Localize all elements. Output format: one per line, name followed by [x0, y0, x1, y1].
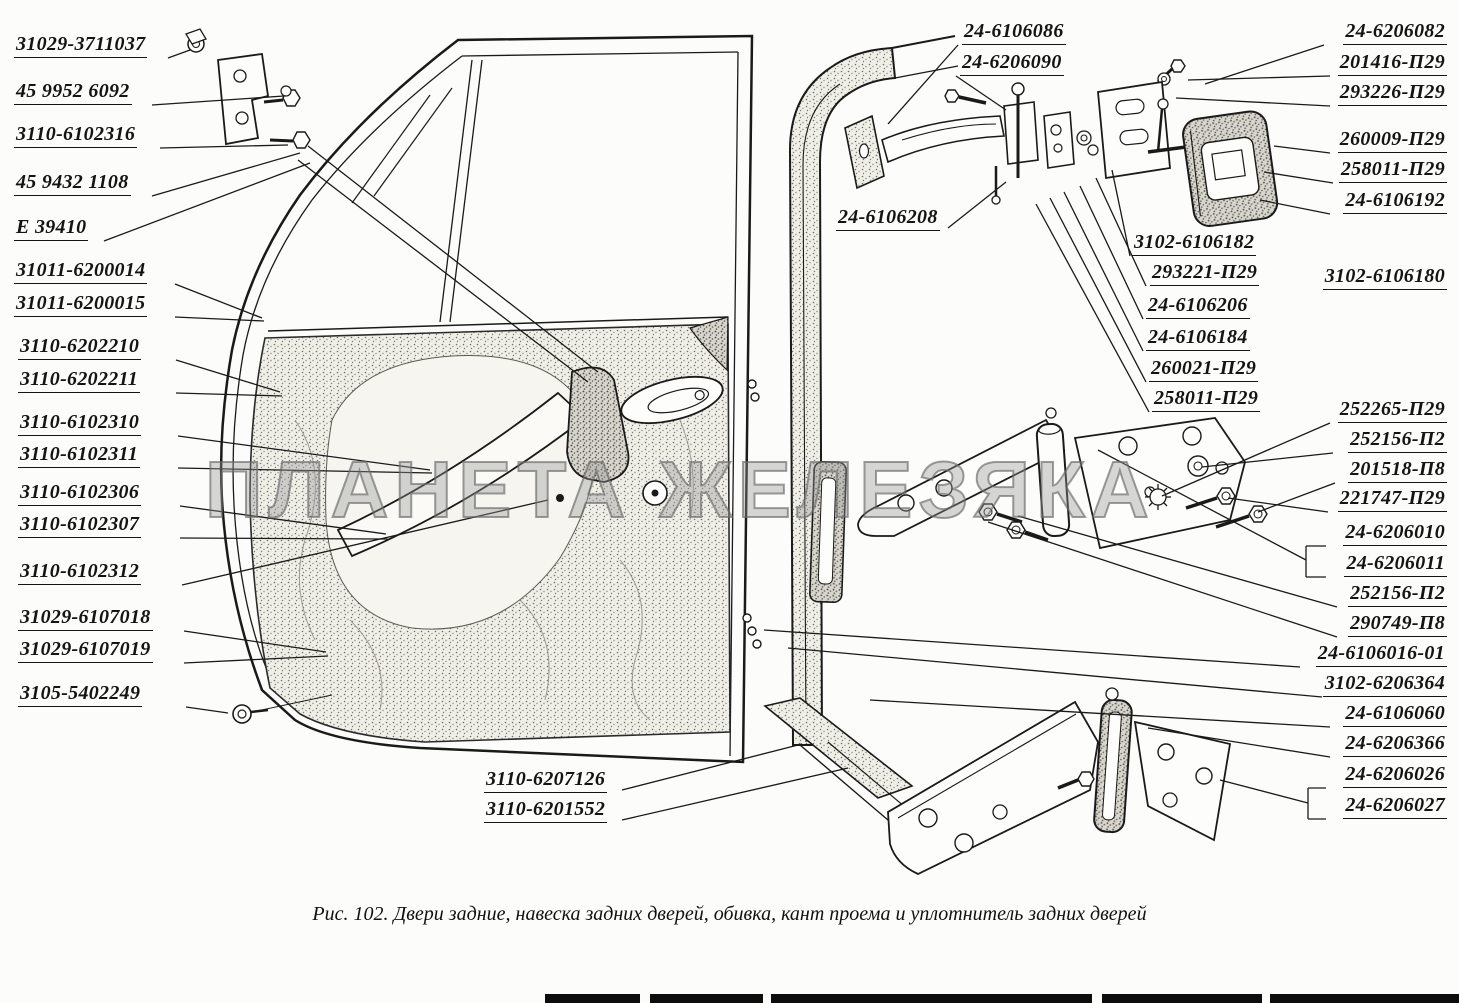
part-number-label: 45 9952 6092 — [14, 81, 132, 105]
part-number-label: 3102-6106182 — [1132, 232, 1257, 256]
part-number-label: 260021-П29 — [1149, 358, 1259, 382]
part-number-label: 24-6106208 — [836, 207, 940, 231]
upper-hinge-assembly — [857, 407, 1268, 550]
leader-lines — [103, 44, 1338, 821]
part-number-label: 3110-6207126 — [484, 769, 608, 793]
pillar-trim-strip — [809, 460, 847, 604]
part-number-label: 24-6106060 — [1343, 703, 1447, 727]
part-number-label: 201416-П29 — [1337, 52, 1447, 76]
part-number-label: 3102-6106180 — [1322, 266, 1447, 290]
part-number-label: 24-6106086 — [962, 21, 1066, 45]
part-number-label: 3110-6202210 — [18, 336, 142, 360]
scan-edge-bar — [1102, 994, 1262, 1003]
part-number-label: 24-6206011 — [1344, 553, 1447, 577]
part-number-label: 3110-6102316 — [14, 124, 138, 148]
part-number-label: 3110-6102306 — [18, 482, 142, 506]
part-number-label: 45 9432 1108 — [14, 172, 131, 196]
part-number-label: 293226-П29 — [1337, 82, 1447, 106]
sill-clip — [232, 704, 269, 724]
part-number-label: 24-6206090 — [960, 52, 1064, 76]
lower-hinge-assembly — [887, 687, 1232, 875]
part-number-label: 252156-П2 — [1348, 583, 1447, 607]
part-number-label: 24-6206010 — [1343, 522, 1447, 546]
part-number-label: 3110-6102311 — [18, 444, 141, 468]
scan-edge-bar — [771, 994, 1092, 1003]
scan-edge-bar — [545, 994, 640, 1003]
part-number-label: 293221-П29 — [1150, 262, 1260, 286]
sill-strip — [763, 697, 914, 799]
door-check-assembly — [844, 82, 1099, 205]
part-number-label: 290749-П8 — [1348, 613, 1447, 637]
part-number-label: 3110-6102312 — [18, 561, 142, 585]
hinge-mount-bracket — [185, 28, 311, 149]
part-number-label: 24-6106206 — [1146, 295, 1250, 319]
toothed-washer — [1145, 484, 1171, 510]
part-number-label: 258011-П29 — [1152, 388, 1261, 412]
part-number-label: 3110-6102307 — [18, 514, 142, 538]
lock-striker-assembly — [1097, 59, 1279, 227]
part-number-label: 24-6206366 — [1343, 733, 1447, 757]
part-number-label: 201518-П8 — [1348, 459, 1447, 483]
part-number-label: 24-6106192 — [1343, 190, 1447, 214]
part-number-label: 252156-П2 — [1348, 429, 1447, 453]
part-number-label: 260009-П29 — [1337, 129, 1447, 153]
part-number-label: 3110-6102310 — [18, 412, 142, 436]
door-edge-holes — [742, 379, 762, 649]
part-number-label: 24-6106184 — [1146, 327, 1250, 351]
part-number-label: Е 39410 — [14, 217, 89, 241]
inner-handle-cup — [620, 375, 724, 425]
part-number-label: 31011-6200014 — [14, 260, 148, 284]
part-number-label: 252265-П29 — [1337, 399, 1447, 423]
part-number-label: 31011-6200015 — [14, 293, 148, 317]
part-number-label: 3102-6206364 — [1322, 673, 1447, 697]
part-number-label: 3105-5402249 — [18, 683, 143, 707]
door-trim-panel — [249, 316, 731, 743]
figure-caption: Рис. 102. Двери задние, навеска задних д… — [312, 903, 1147, 925]
part-number-label: 31029-6107019 — [18, 639, 153, 663]
part-number-label: 3110-6202211 — [18, 369, 141, 393]
part-number-label: 221747-П29 — [1337, 488, 1447, 512]
part-number-label: 24-6206027 — [1343, 795, 1447, 819]
door-pull-handle — [566, 366, 630, 483]
part-number-label: 24-6206082 — [1343, 21, 1447, 45]
scan-edge-bar — [650, 994, 763, 1003]
part-number-label: 3110-6201552 — [484, 799, 608, 823]
part-number-label: 31029-3711037 — [14, 34, 148, 58]
part-number-label: 24-6106016-01 — [1315, 643, 1447, 667]
scan-edge-bar — [1270, 994, 1459, 1003]
part-number-label: 24-6206026 — [1343, 764, 1447, 788]
part-number-label: 258011-П29 — [1338, 159, 1447, 183]
part-number-label: 31029-6107018 — [18, 607, 153, 631]
